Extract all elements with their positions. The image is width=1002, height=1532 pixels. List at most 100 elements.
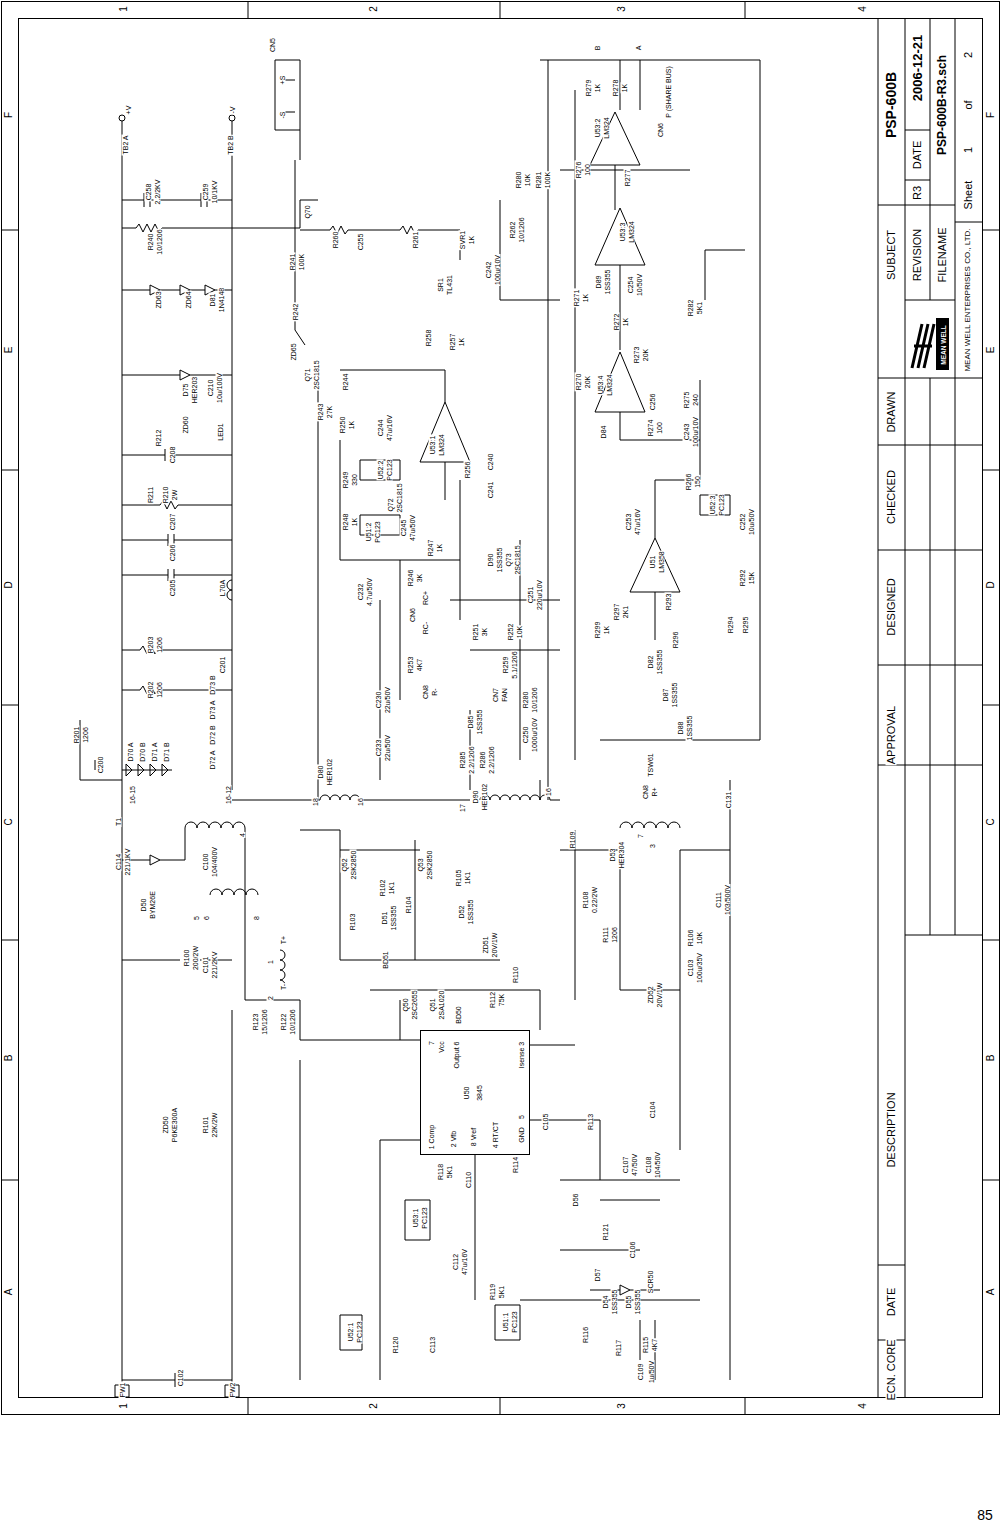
schematic-line	[590, 112, 640, 165]
component-label: R212	[155, 429, 162, 448]
schematic-line	[540, 60, 760, 800]
component-label: C233	[375, 739, 382, 758]
component-label: C207	[169, 513, 176, 532]
schematic-line	[630, 538, 680, 592]
component-label: 3	[649, 843, 656, 849]
component-label: D87	[662, 688, 669, 703]
component-label: FW1	[119, 1382, 126, 1399]
component-label: D55	[625, 1295, 632, 1310]
grid-reference: D	[986, 580, 996, 589]
component-label: C243	[683, 423, 690, 442]
component-label: R258	[425, 329, 432, 348]
component-label: C113	[429, 1336, 436, 1354]
title-block-text: FILENAME	[937, 226, 948, 283]
schematic-line	[420, 402, 470, 462]
component-label: R293	[665, 593, 672, 612]
component-label: C105	[542, 1113, 549, 1132]
component-label: Q73	[505, 552, 512, 567]
component-label: 10/50V	[636, 273, 643, 297]
title-block-text: DESIGNED	[886, 577, 897, 636]
component-label: R104	[405, 896, 412, 915]
component-label: 1	[267, 959, 274, 965]
node-text: 3845	[476, 1085, 483, 1101]
schematic-line	[300, 780, 730, 1380]
component-label: 10u/50V	[748, 508, 755, 536]
component-label: TB2 A	[122, 134, 129, 155]
component-label: R101	[202, 1116, 209, 1135]
title-block-text: PSP-600B	[884, 71, 898, 139]
component-label: C103	[687, 959, 694, 978]
schematic-line	[878, 18, 982, 1397]
title-block-text: REVISION	[912, 228, 923, 283]
component-label: R277	[624, 169, 631, 188]
component-label: R248	[342, 513, 349, 532]
component-label: R122	[280, 1013, 287, 1032]
component-label: Q53	[417, 857, 424, 872]
grid-reference: B	[986, 1054, 996, 1063]
component-label: 100	[584, 163, 591, 177]
component-label: 47u/50V	[409, 514, 416, 542]
component-label: 1u/50V	[648, 1360, 655, 1384]
component-label: R286	[479, 751, 486, 770]
component-label: U52:3	[709, 495, 716, 516]
component-label: R240	[147, 233, 154, 252]
component-label: 47u/16V	[386, 414, 393, 442]
component-label: 16	[357, 797, 364, 807]
grid-reference: E	[986, 346, 996, 355]
component-label: C242	[485, 261, 492, 280]
component-label: D90	[472, 790, 479, 805]
component-label: R297	[613, 603, 620, 622]
component-label: 1K	[603, 625, 610, 636]
component-label: C253	[625, 513, 632, 532]
component-label: U52:1	[347, 1322, 354, 1343]
component-label: 1K	[582, 293, 589, 304]
title-block-text: DRAWN	[886, 390, 897, 433]
component-label: R295	[742, 616, 749, 635]
component-label: 20V/1W	[656, 982, 663, 1009]
schematic-line	[122, 501, 232, 581]
component-label: R105	[455, 869, 462, 888]
component-label: C200	[97, 756, 104, 775]
component-label: PC123	[374, 520, 381, 543]
component-label: RC-	[422, 621, 429, 635]
component-label: R270	[575, 373, 582, 392]
component-label: R262	[509, 221, 516, 240]
component-label: 100K	[544, 171, 551, 189]
component-label: D71 A	[151, 741, 158, 762]
schematic-line	[19, 19, 983, 1398]
component-label: C250	[522, 726, 529, 745]
component-label: R299	[594, 621, 601, 640]
component-label: C241	[487, 481, 494, 500]
component-label: T-	[280, 983, 287, 991]
component-label: R247	[427, 539, 434, 558]
component-label: C252	[739, 513, 746, 532]
component-label: 10/1KV	[211, 180, 218, 205]
title-block-text: 2006-12-21	[911, 34, 924, 103]
title-block-text: MEAN WELL ENTERPRISES CO., LTD.	[964, 227, 972, 372]
component-label: 75K	[498, 993, 505, 1007]
grid-reference: F	[4, 111, 14, 119]
component-label: 1SS355	[390, 905, 397, 932]
component-label: ZD52	[647, 985, 654, 1004]
component-label: Q70	[304, 204, 311, 219]
component-label: C258	[145, 183, 152, 202]
component-label: R280	[515, 171, 522, 190]
title-block-text: 2	[963, 51, 974, 59]
component-label: 2.2/1206	[488, 745, 495, 774]
component-label: 15/1206	[261, 1008, 268, 1035]
title-block-text: PSP-600B-R3.sch	[936, 54, 948, 156]
component-label: ZD65	[290, 342, 297, 361]
component-label: R210	[162, 486, 169, 505]
component-label: D71 B	[163, 741, 170, 762]
schematic-line	[122, 764, 172, 776]
component-label: C201	[219, 656, 226, 675]
component-label: 7	[637, 833, 644, 839]
component-label: C106	[629, 1241, 636, 1260]
component-label: R253	[407, 656, 414, 675]
schematic-line	[1, 1, 1000, 1414]
component-label: R115	[642, 1336, 649, 1354]
component-label: CN6	[409, 607, 416, 623]
component-label: TL431	[446, 274, 453, 296]
component-label: 3K	[481, 627, 488, 638]
